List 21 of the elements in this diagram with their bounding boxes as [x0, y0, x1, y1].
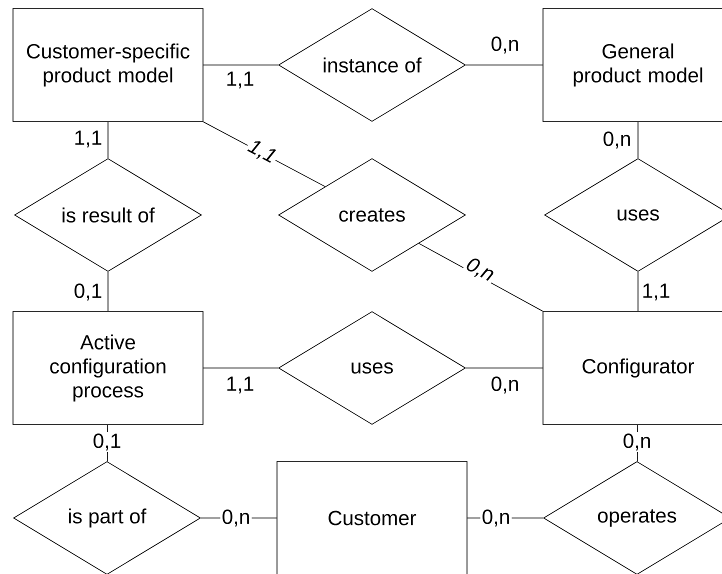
entity-box: Active configuration process — [12, 311, 204, 425]
cardinality-label: 0,n — [621, 432, 653, 452]
entity-box: General product model — [542, 8, 722, 122]
connector-line — [203, 64, 278, 66]
cardinality-label: 1,1 — [640, 282, 672, 302]
cardinality-label: 0,n — [480, 508, 512, 528]
cardinality-label: 1,1 — [224, 375, 256, 395]
cardinality-label: 1,1 — [72, 129, 104, 149]
entity-box: Customer-specific product model — [12, 8, 204, 122]
cardinality-label: 0,n — [601, 130, 633, 150]
cardinality-label: 0,n — [489, 35, 521, 55]
entity-box: Customer — [276, 461, 468, 574]
cardinality-label: 0,n — [220, 508, 252, 528]
cardinality-label: 0,1 — [72, 282, 104, 302]
entity-box: Configurator — [542, 311, 722, 425]
cardinality-label: 0,1 — [91, 432, 123, 452]
cardinality-label: 1,1 — [224, 70, 256, 90]
cardinality-label: 1,1 — [243, 136, 281, 168]
connector-line — [466, 64, 543, 66]
cardinality-label: 0,n — [461, 254, 499, 286]
cardinality-label: 0,n — [489, 375, 521, 395]
